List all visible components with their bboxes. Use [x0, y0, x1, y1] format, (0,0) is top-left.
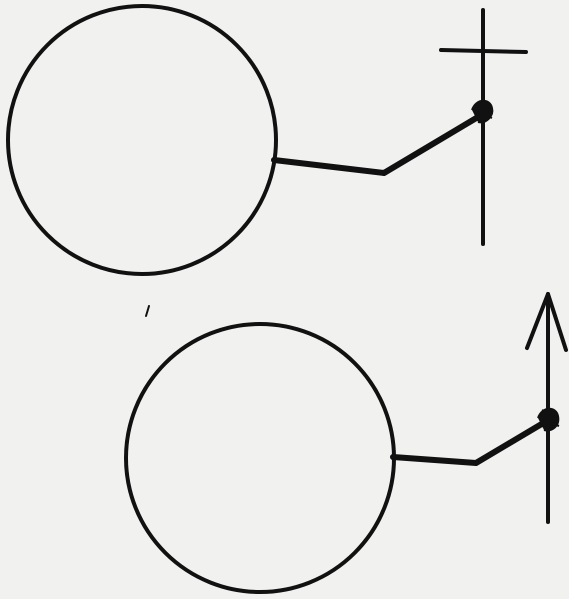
figure-bottom: [126, 294, 566, 592]
cross-horizontal: [441, 50, 526, 52]
top-arm: [274, 117, 478, 173]
stray-mark: [146, 306, 149, 316]
figure-top: [8, 6, 526, 274]
bottom-arm: [393, 422, 545, 463]
top-circle-head: [8, 6, 276, 274]
bottom-circle-head: [126, 324, 394, 592]
